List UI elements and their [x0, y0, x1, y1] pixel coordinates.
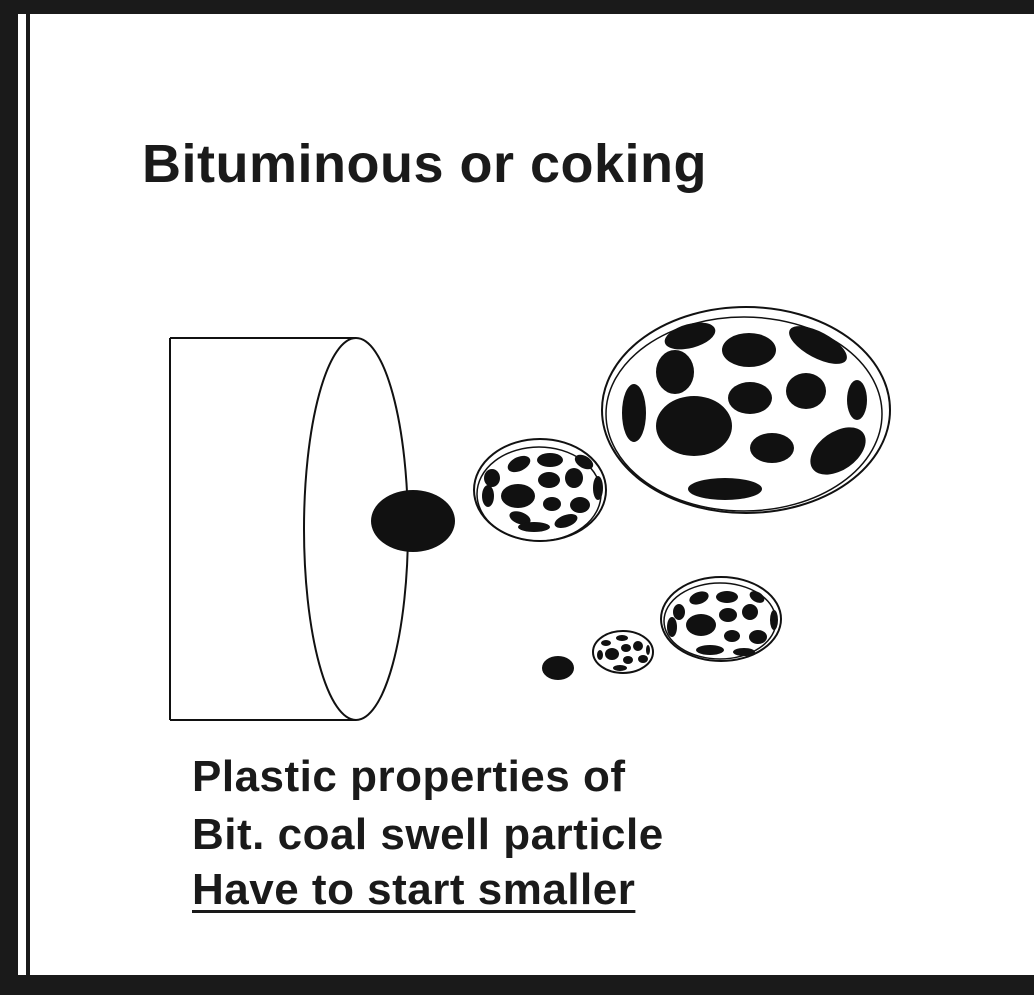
swollen-particle-large: [602, 307, 890, 513]
diagram-title: Bituminous or coking: [142, 133, 707, 195]
entry-solid-particle: [371, 490, 455, 552]
caption-line-1: Plastic properties of: [192, 752, 626, 802]
furnace-cylinder: [170, 338, 408, 720]
swollen-particle-mid: [661, 577, 781, 661]
small-porous-particle: [593, 631, 653, 673]
tiny-solid-particle: [542, 656, 574, 680]
medium-porous-particle: [474, 439, 606, 541]
caption-line-2: Bit. coal swell particle: [192, 810, 664, 860]
caption-line-3: Have to start smaller: [192, 865, 635, 915]
